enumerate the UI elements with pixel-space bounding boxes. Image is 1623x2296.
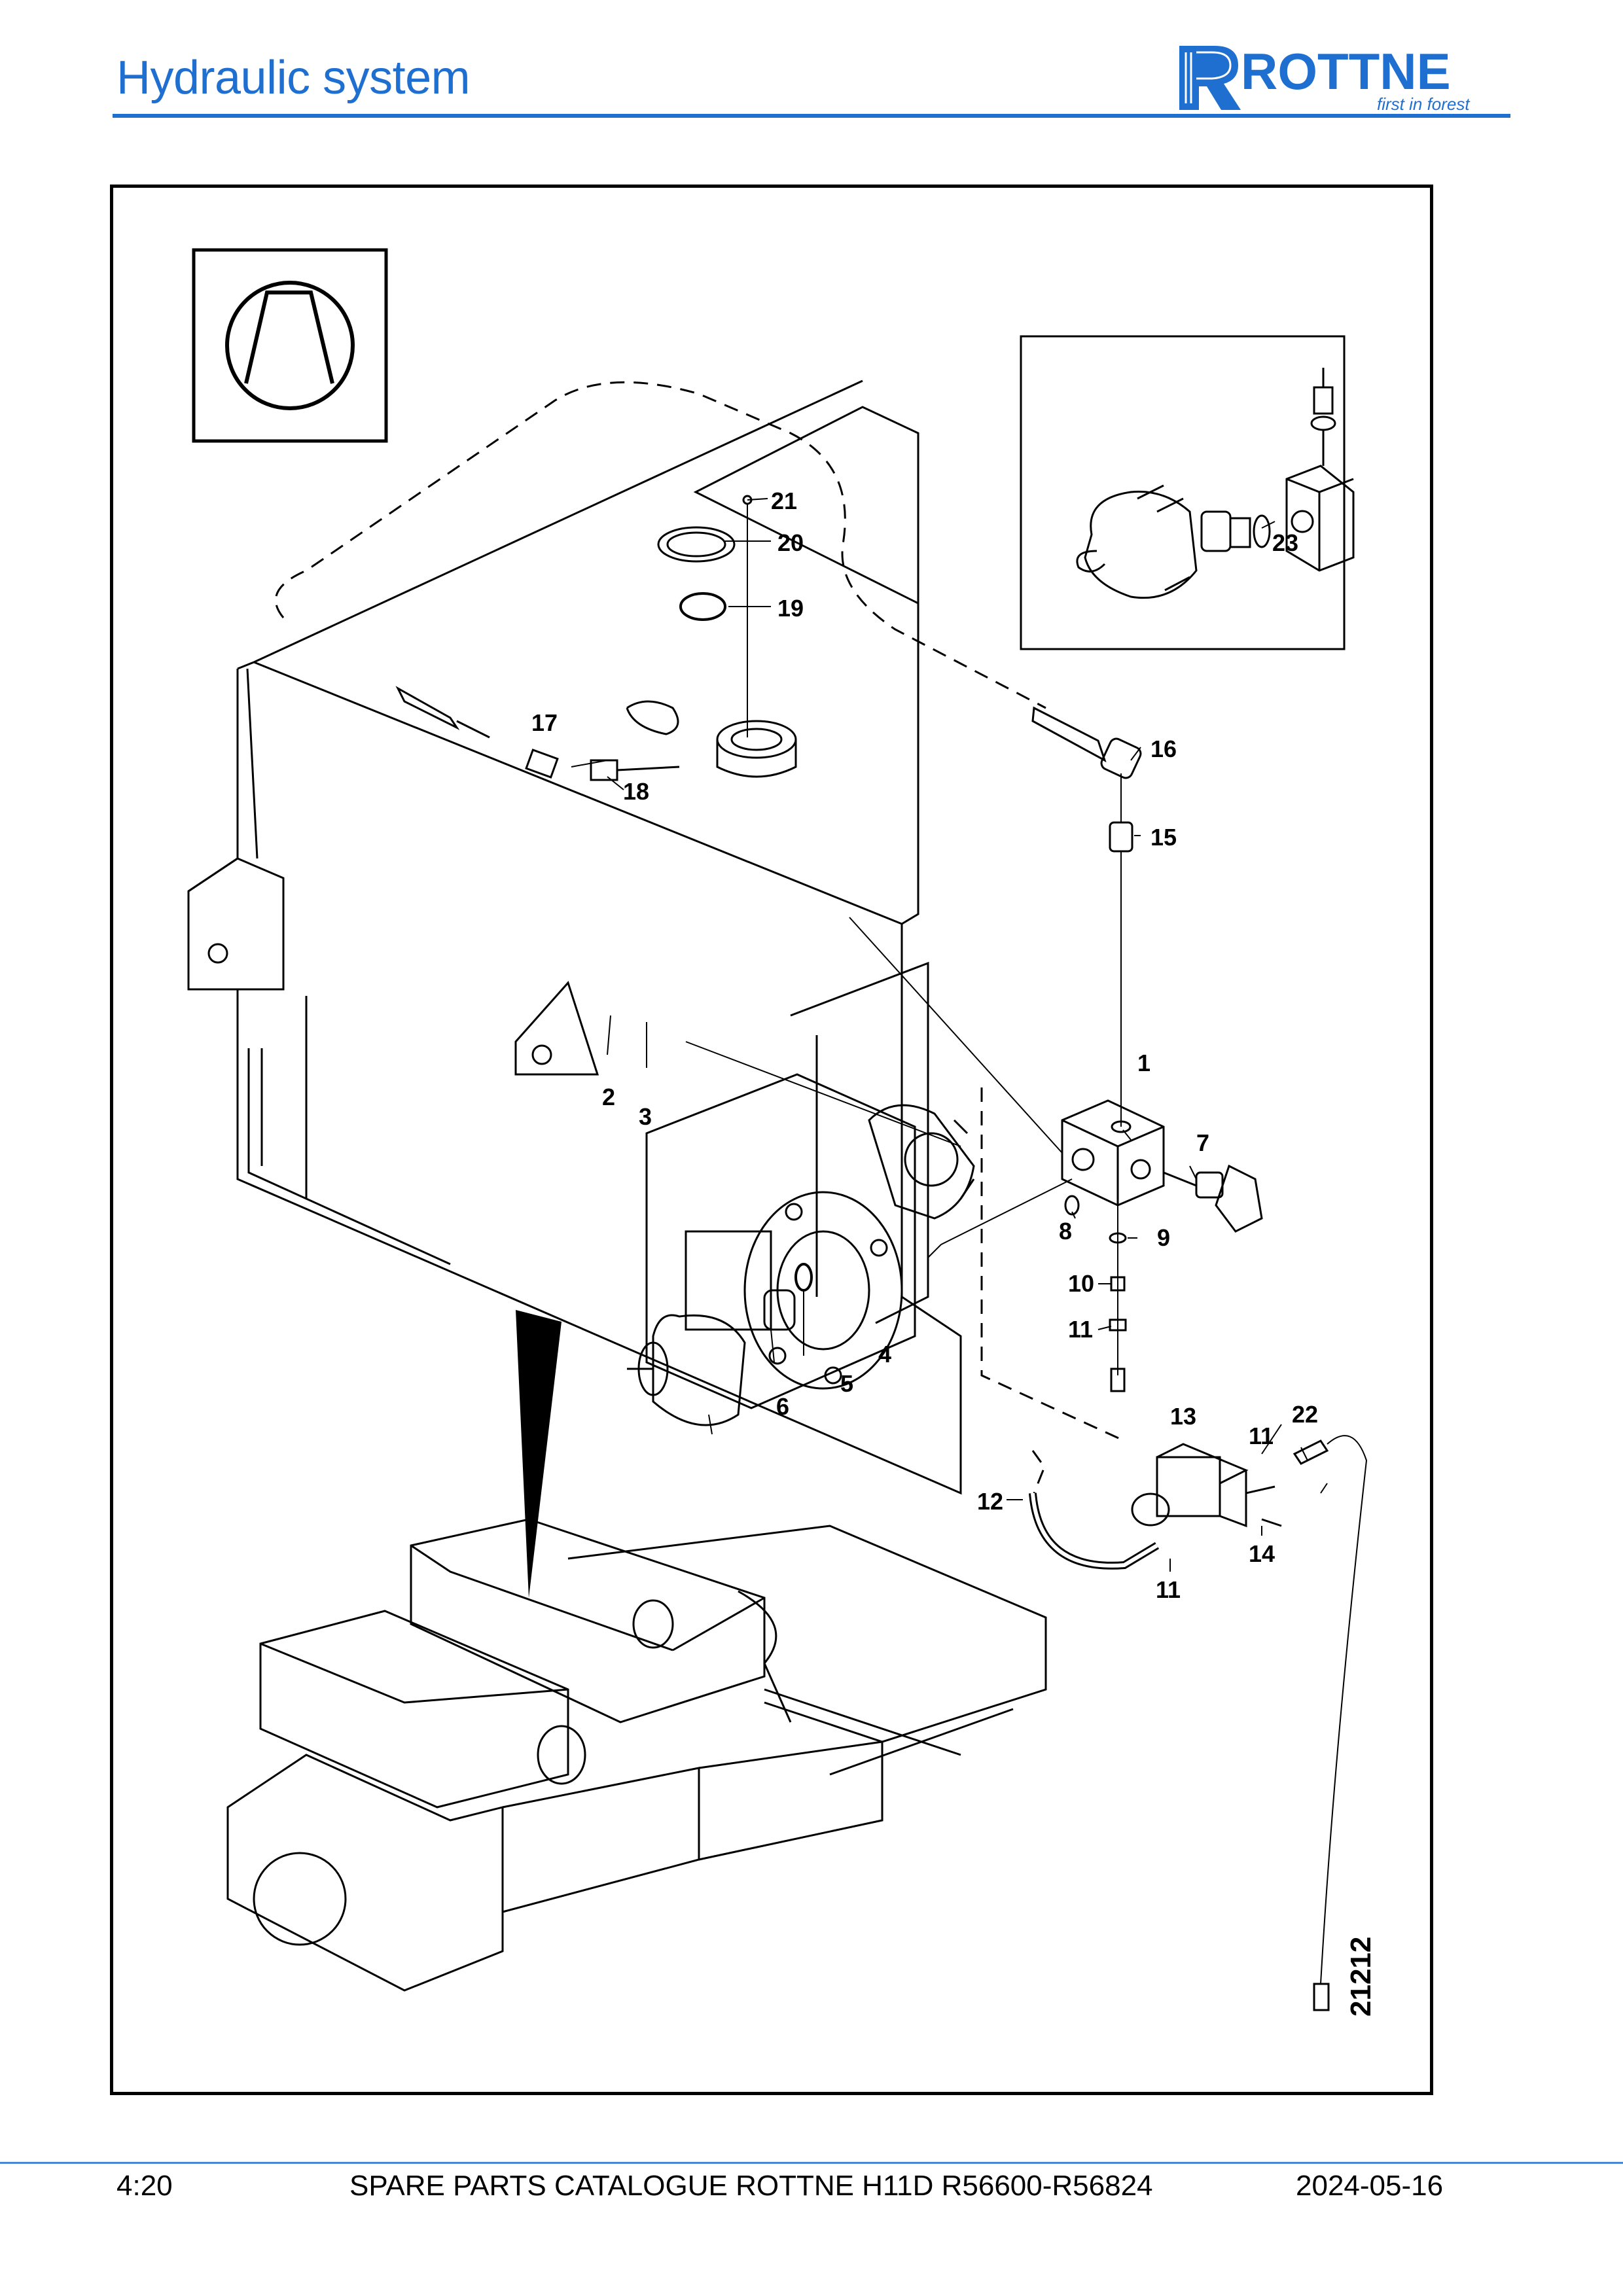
brand-wordmark: ROTTNE: [1241, 43, 1451, 100]
pressure-hose: [1031, 706, 1142, 1127]
callout-9: 9: [1157, 1224, 1170, 1251]
machine-overview: [226, 1518, 1047, 1992]
callout-16: 16: [1150, 735, 1177, 762]
callout-21: 21: [771, 487, 797, 514]
callout-8: 8: [1059, 1218, 1072, 1245]
callout-7: 7: [1196, 1129, 1209, 1156]
callout-6: 6: [776, 1393, 789, 1420]
callout-13: 13: [1170, 1403, 1196, 1430]
callout-15: 15: [1150, 824, 1177, 851]
callout-20: 20: [777, 529, 804, 556]
drawing-frame: [110, 185, 1433, 2095]
callout-22: 22: [1292, 1401, 1318, 1428]
callout-10: 10: [1068, 1270, 1094, 1297]
header-rule: [113, 114, 1510, 118]
callout-11b: 11: [1249, 1422, 1274, 1449]
sensor-assembly: [1029, 1435, 1368, 2011]
callout-14: 14: [1249, 1540, 1275, 1567]
callout-2: 2: [602, 1084, 615, 1110]
exploded-view-drawing: 1 2 3 4 5 6 7 8 9 10 11 11 11 12 13 14 1…: [187, 248, 1377, 2017]
callout-12: 12: [977, 1488, 1003, 1515]
brand-tagline: first in forest: [1377, 94, 1471, 114]
drawing-number: 21212: [1345, 1937, 1377, 2017]
location-pointer: [516, 1310, 562, 1598]
footer-date: 2024-05-16: [1296, 2170, 1444, 2202]
callout-11c: 11: [1156, 1576, 1181, 1603]
callout-19: 19: [777, 595, 804, 622]
footer-rule: [0, 2162, 1623, 2164]
callout-11a: 11: [1068, 1316, 1093, 1343]
footer-page-number: 4:20: [116, 2170, 173, 2202]
rottne-logo: ROTTNE first in forest: [1179, 43, 1471, 114]
callout-1: 1: [1137, 1050, 1150, 1076]
page-title: Hydraulic system: [116, 52, 471, 104]
callout-5: 5: [840, 1370, 853, 1397]
callout-23: 23: [1272, 529, 1298, 556]
pump-assembly: [645, 1073, 975, 1409]
callout-3: 3: [639, 1103, 652, 1130]
logo-mark-icon: [1179, 46, 1241, 110]
detail-inset: [1020, 335, 1355, 650]
callout-17: 17: [531, 709, 558, 736]
hydraulic-tank: [187, 380, 962, 1495]
filler-neck: [626, 495, 797, 778]
callout-18: 18: [623, 778, 649, 805]
valve-block: [685, 917, 1263, 1392]
hydraulic-pump-symbol-icon: [192, 248, 388, 443]
footer-catalogue-title: SPARE PARTS CATALOGUE ROTTNE H11D R56600…: [349, 2170, 1153, 2202]
callout-4: 4: [878, 1341, 891, 1368]
